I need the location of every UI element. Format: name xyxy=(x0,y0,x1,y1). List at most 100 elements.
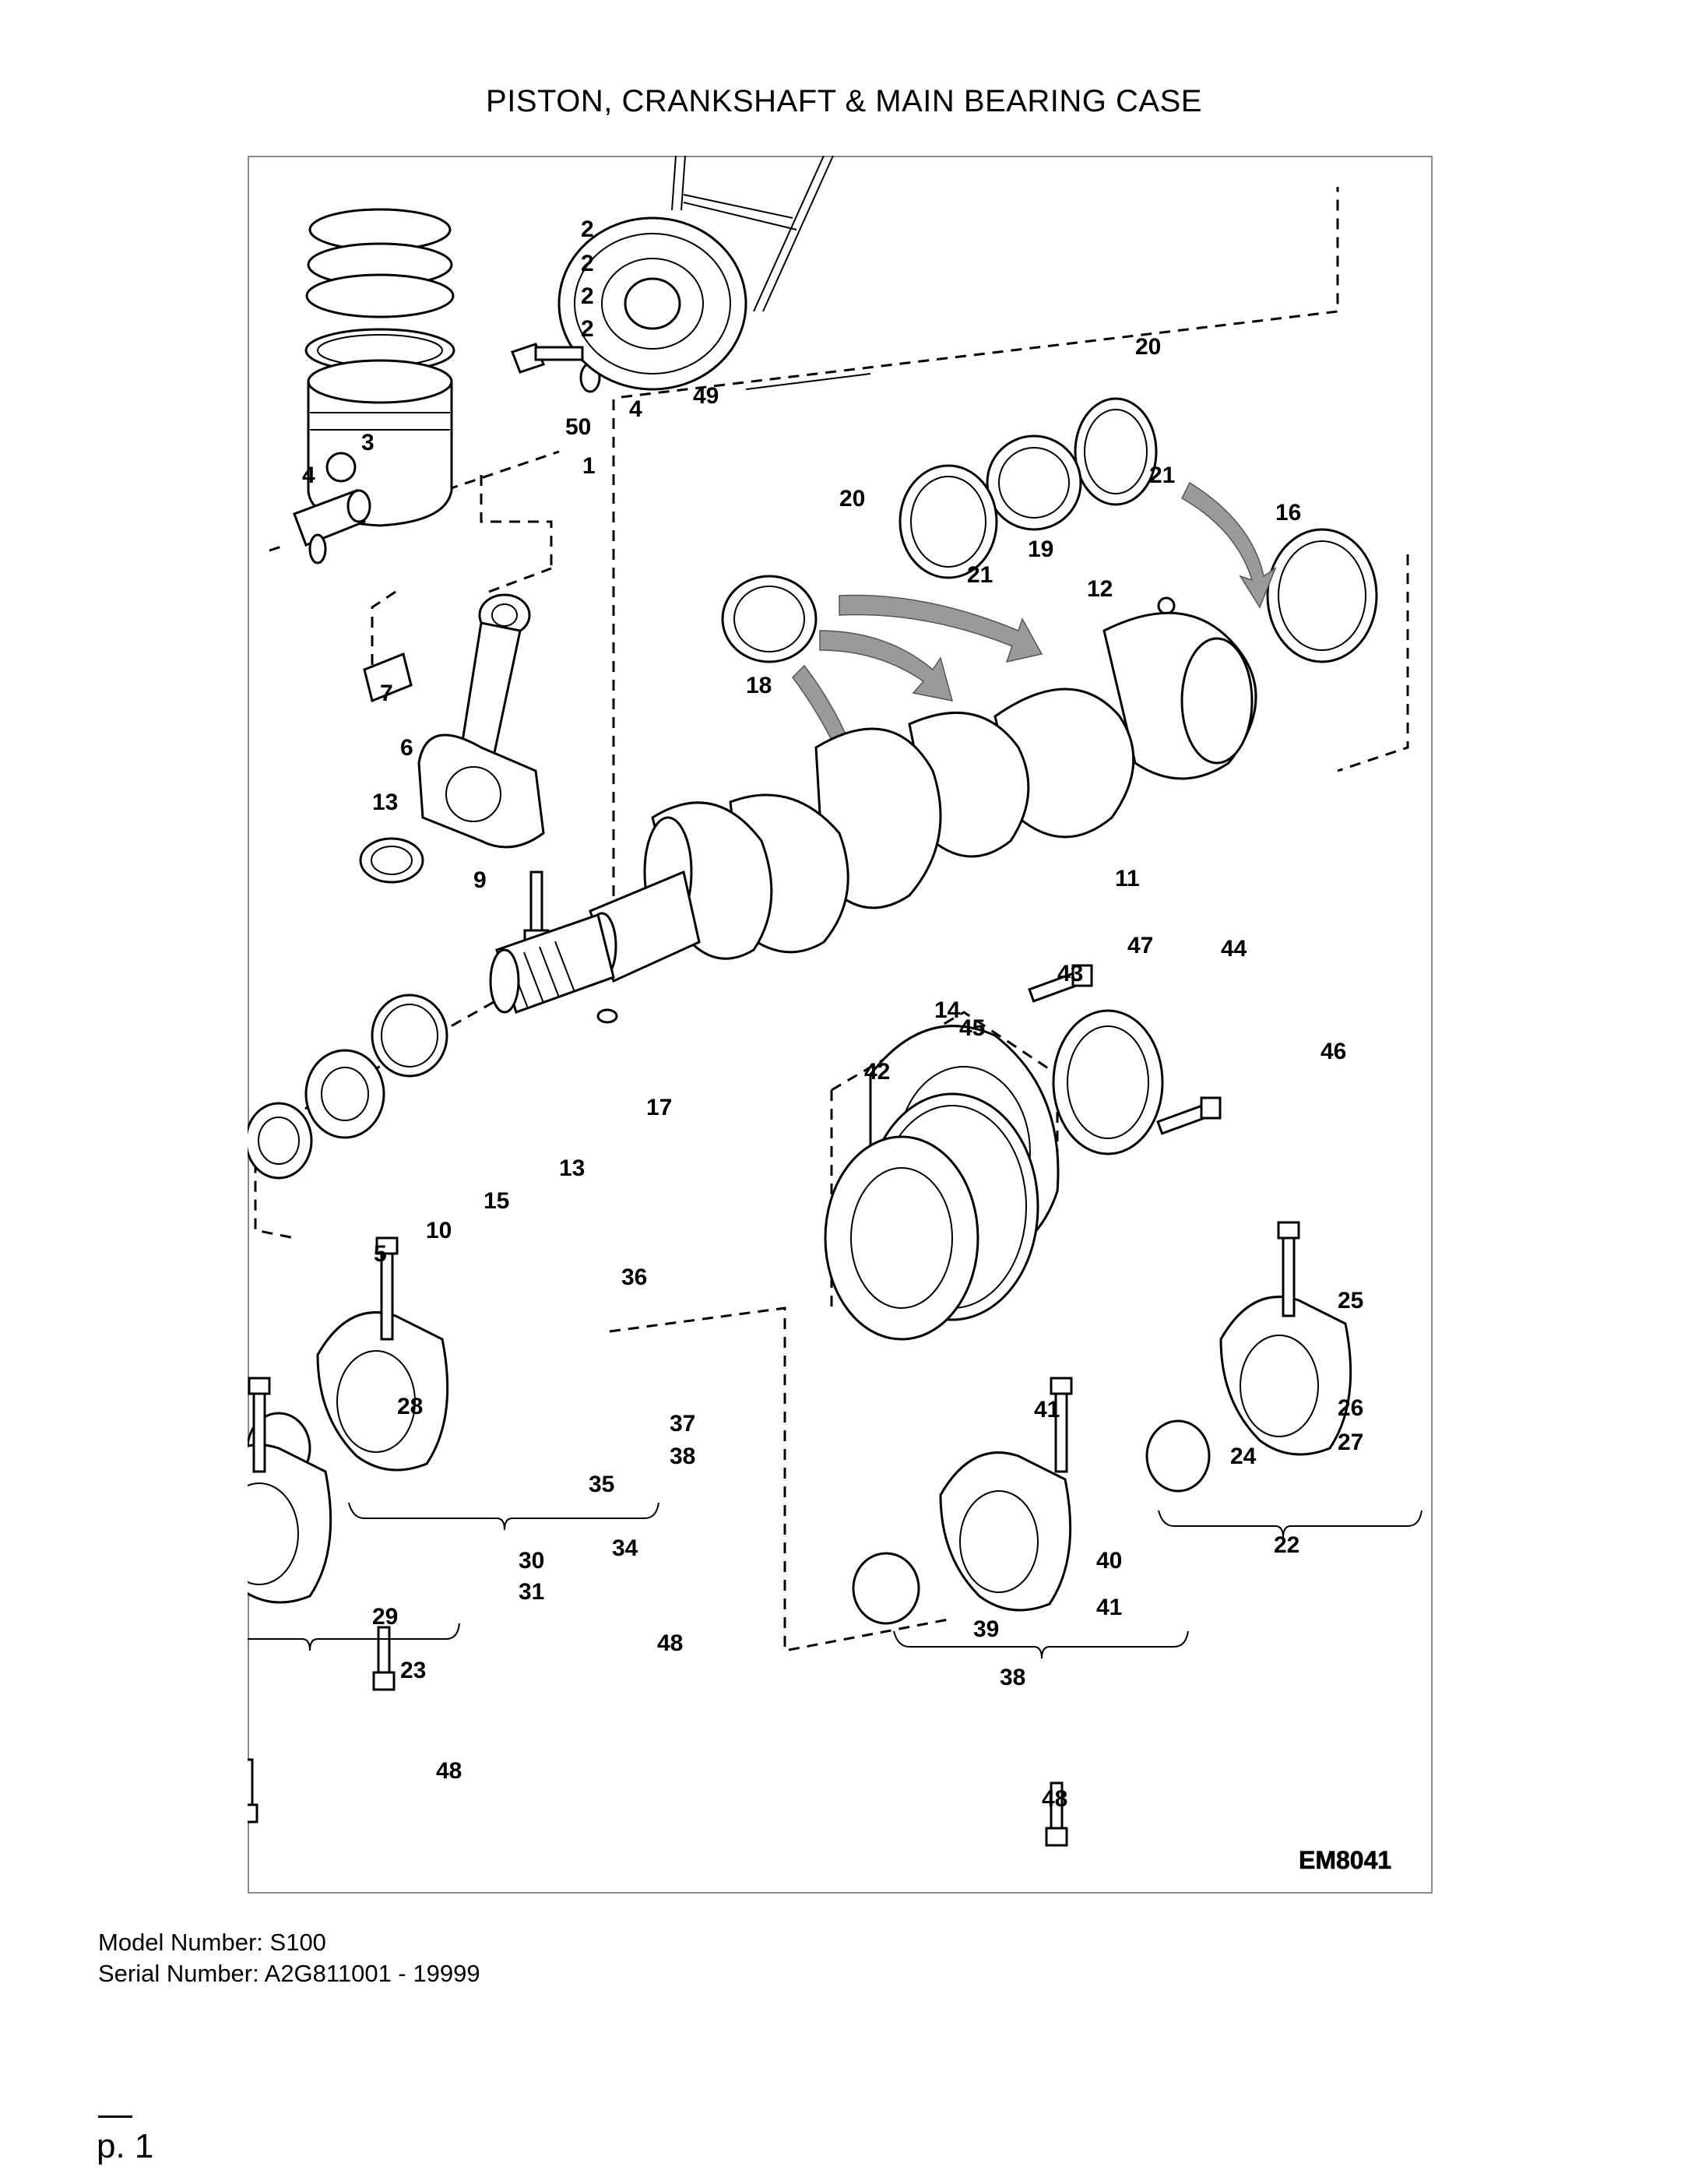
callout-labels: 2 2 2 2 4 3 1 4 7 6 13 9 49 50 20 21 20 … xyxy=(302,216,1363,1812)
belt-lines xyxy=(671,156,834,312)
callout-14: 14 xyxy=(934,997,961,1023)
plug-12 xyxy=(1157,596,1176,615)
rear-oil-seal-16 xyxy=(1266,528,1378,663)
callout-45: 45 xyxy=(959,1015,985,1041)
bolt-48-right xyxy=(1045,1781,1068,1847)
diagram-code: EM8041 xyxy=(1299,1846,1391,1874)
callout-21: 21 xyxy=(967,562,993,588)
callout-8: 9 xyxy=(473,867,487,893)
thrust-washer-lower xyxy=(899,464,998,579)
callout-2: 2 xyxy=(581,216,594,242)
page-number: p. 1 xyxy=(97,2127,154,2165)
callout-6: 6 xyxy=(400,735,413,761)
small-end-bushing xyxy=(363,652,413,703)
callout-4: 4 xyxy=(302,462,315,488)
callout-29: 28 xyxy=(397,1394,423,1419)
callout-9: 13 xyxy=(372,790,398,815)
callout-20: 20 xyxy=(1135,334,1161,360)
callout-5: 5 xyxy=(374,1241,387,1267)
flow-arrow xyxy=(819,630,954,702)
page-title: PISTON, CRANKSHAFT & MAIN BEARING CASE xyxy=(486,84,1202,118)
rod-bearing xyxy=(359,837,424,884)
callout-43: 43 xyxy=(1057,961,1083,986)
piston-pin xyxy=(293,489,371,547)
callout-2: 2 xyxy=(581,251,594,276)
connecting-rod xyxy=(417,593,545,849)
callout-49: 49 xyxy=(693,383,719,409)
callout-27: 23 xyxy=(400,1658,426,1683)
bracket-37 xyxy=(893,1630,1189,1659)
diagram-frame xyxy=(248,156,1433,1894)
main-bearing-18 xyxy=(721,575,818,663)
callout-35: 37 xyxy=(670,1411,695,1437)
callout-11: 11 xyxy=(1115,866,1140,892)
bolt-47 xyxy=(1028,964,1093,1003)
serial-number: Serial Number: A2G811001 - 19999 xyxy=(98,1960,480,1987)
callout-46: 46 xyxy=(1321,1039,1346,1064)
callout-17: 17 xyxy=(646,1095,672,1120)
callout-1: 1 xyxy=(582,453,596,479)
callout-13: 13 xyxy=(559,1155,585,1181)
crank-pulley xyxy=(557,194,871,391)
callout-39: 41 xyxy=(1034,1397,1060,1423)
callout-16: 16 xyxy=(1275,500,1301,526)
callout-38: 39 xyxy=(973,1616,999,1642)
callout-34: 36 xyxy=(621,1264,647,1290)
callout-36: 38 xyxy=(670,1444,695,1469)
piston xyxy=(307,359,453,527)
flow-arrow xyxy=(839,594,1043,663)
exploded-parts-diagram: 2 2 2 2 4 3 1 4 7 6 13 9 49 50 20 21 20 … xyxy=(248,156,1422,1874)
callout-50: 50 xyxy=(565,414,591,440)
crank-gear-13 xyxy=(304,1049,385,1139)
bearing-case-22 xyxy=(1145,1296,1352,1493)
callout-26: 27 xyxy=(1338,1430,1363,1455)
woodruff-key-14 xyxy=(596,1008,618,1024)
snap-ring-left xyxy=(308,533,327,564)
callout-42: 42 xyxy=(864,1059,890,1085)
model-number: Model Number: S100 xyxy=(98,1929,326,1956)
plate-42 xyxy=(824,1135,979,1341)
callout-32: 34 xyxy=(612,1535,638,1561)
callout-19: 19 xyxy=(1028,536,1053,562)
main-bearing-17 xyxy=(371,994,448,1078)
oil-seal-44 xyxy=(1052,1009,1164,1155)
bolt-48-center xyxy=(372,1626,396,1691)
bracket-32 xyxy=(348,1502,659,1531)
main-bearing-19 xyxy=(986,434,1082,531)
callout-2: 2 xyxy=(581,316,594,342)
callout-41: 41 xyxy=(1096,1595,1122,1620)
callout-25: 26 xyxy=(1338,1395,1363,1421)
thrust-washer-upper xyxy=(1074,397,1158,506)
piston-rings xyxy=(304,208,455,373)
middle-case-outline xyxy=(609,1307,949,1652)
callout-48: 48 xyxy=(436,1758,462,1784)
gear-15 xyxy=(248,1102,313,1180)
callout-48: 48 xyxy=(1042,1786,1067,1812)
crankshaft xyxy=(489,611,1257,1014)
callout-28: 29 xyxy=(372,1604,398,1630)
bolt-39 xyxy=(1050,1377,1073,1473)
bolt-46 xyxy=(1156,1096,1222,1135)
callout-30: 30 xyxy=(519,1548,544,1574)
callout-4: 4 xyxy=(629,396,642,422)
bolt-24 xyxy=(1277,1221,1300,1317)
pulley-bolt xyxy=(511,343,584,374)
callout-31: 31 xyxy=(519,1579,544,1605)
callout-44: 44 xyxy=(1221,936,1247,962)
callout-48: 48 xyxy=(657,1630,683,1656)
callout-20: 20 xyxy=(839,486,865,512)
crank-group-outline xyxy=(254,187,1409,1240)
bracket-22 xyxy=(1158,1510,1422,1539)
callout-2: 2 xyxy=(581,283,594,309)
callout-7: 7 xyxy=(380,681,393,706)
flow-arrow xyxy=(1181,481,1277,609)
bolt-48-left xyxy=(248,1758,258,1824)
callout-15: 15 xyxy=(484,1188,509,1214)
callout-12: 12 xyxy=(1087,576,1113,602)
callout-33: 35 xyxy=(589,1472,614,1497)
callout-24: 25 xyxy=(1338,1288,1363,1314)
callout-37: 38 xyxy=(1000,1665,1025,1690)
callout-22: 22 xyxy=(1274,1532,1299,1558)
bolt-34 xyxy=(375,1236,399,1341)
callout-21: 21 xyxy=(1149,462,1175,488)
